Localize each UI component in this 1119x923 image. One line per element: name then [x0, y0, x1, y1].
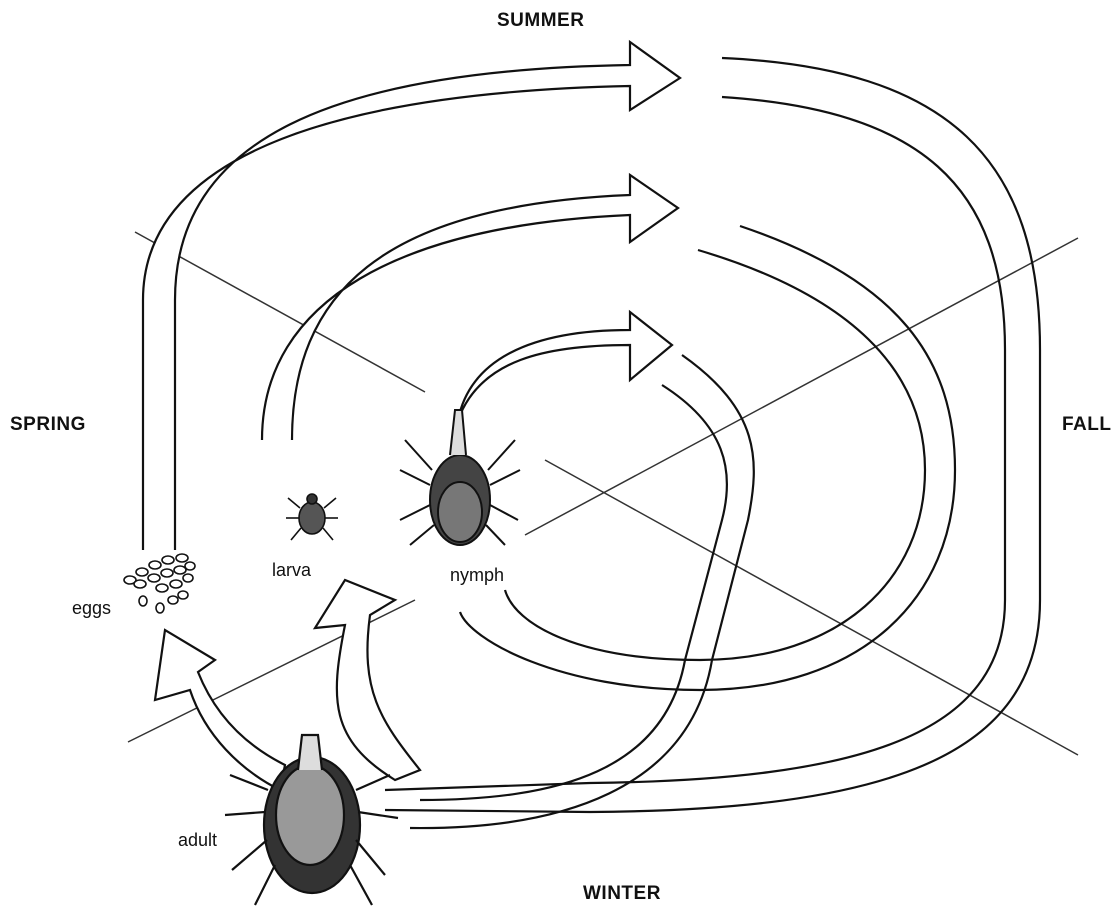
eggs-icon	[124, 554, 195, 613]
season-label-spring: SPRING	[10, 414, 86, 436]
stage-label-larva: larva	[272, 560, 311, 581]
season-label-fall: FALL	[1062, 414, 1112, 436]
middle-loop-right-band-inner	[505, 250, 925, 660]
season-label-summer: SUMMER	[497, 10, 584, 32]
nymph-tick-icon	[400, 410, 520, 545]
season-label-winter: WINTER	[583, 883, 661, 905]
middle-loop-right-band	[460, 226, 955, 690]
stage-label-adult: adult	[178, 830, 217, 851]
larva-tick-icon	[286, 494, 338, 540]
adult-to-nymph-arrow	[315, 580, 420, 780]
outer-arrow-band	[143, 42, 680, 550]
season-divider-lines	[128, 232, 1078, 755]
stage-label-eggs: eggs	[72, 598, 111, 619]
inner-arrow-band	[458, 312, 672, 420]
middle-arrow-band	[262, 175, 678, 440]
stage-label-nymph: nymph	[450, 565, 504, 586]
adult-to-eggs-arrow	[155, 630, 285, 790]
